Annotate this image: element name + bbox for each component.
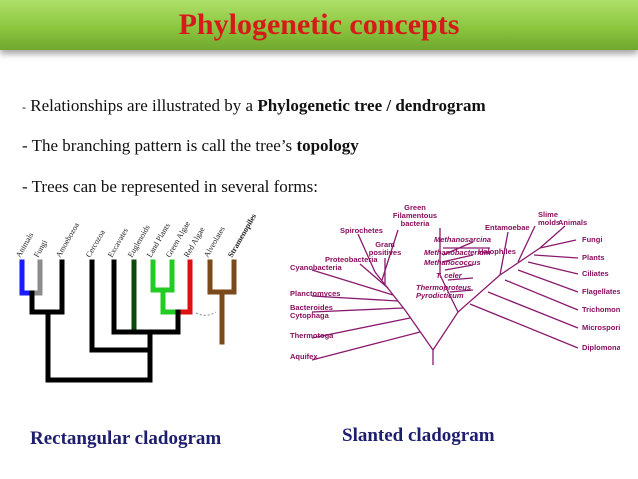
line-bacteroides (311, 307, 404, 313)
tip-label: Cytophaga (290, 311, 330, 320)
branch-alveolates (207, 259, 225, 295)
branch-root-right (102, 347, 153, 383)
tip-label: Pyrodicticum (416, 291, 464, 300)
line-flagellates (517, 269, 579, 293)
caption-slanted: Slanted cladogram (342, 425, 495, 446)
tip-label: Ciliates (582, 269, 609, 278)
branch-amoebozoa (45, 259, 65, 315)
branch-stramenopiles (219, 259, 237, 295)
line-methanobacterium (441, 254, 474, 263)
line-slime-molds (517, 225, 536, 263)
tip-label: Cyanobacteria (290, 263, 343, 272)
branch-land-plants (150, 259, 166, 293)
line-aquifex (311, 331, 421, 361)
branch-green-stem (160, 287, 181, 315)
line-thermoproteus (449, 289, 474, 293)
tip-label: Filamentous (393, 211, 437, 220)
title-bar (0, 0, 638, 50)
slanted-cladogram: Spirochetes GreenFilamentousbacteriaGramp… (290, 203, 620, 365)
branch-green-algae (160, 259, 175, 293)
tree-lines (19, 259, 237, 383)
tip-label: positives (369, 248, 402, 257)
tip-label: Entamoebae (485, 223, 530, 232)
bullet-text: Relationships are illustrated by a (26, 96, 258, 115)
archaea-branch (439, 228, 459, 313)
tip-label: Cercozoa (84, 228, 107, 259)
tip-label: Thermotoga (290, 331, 334, 340)
tip-label: Green (404, 203, 426, 212)
slide-title: Phylogenetic concepts (178, 8, 460, 41)
branch-red-algae (175, 259, 193, 315)
line-ciliates (527, 261, 579, 275)
bullet-dash: - (22, 136, 28, 155)
tip-label: Bacteroides (290, 303, 333, 312)
tip-label: Spirochetes (340, 226, 383, 235)
archaea-euk-main (432, 247, 541, 351)
tip-label: Trichomonads (582, 305, 620, 314)
tip-label: Halophiles (478, 247, 516, 256)
line-planctomyces (311, 295, 399, 302)
tip-label: T. celer (436, 271, 463, 280)
tip-label: Fungi (582, 235, 602, 244)
bullet-text: Trees can be represented in several form… (27, 177, 318, 196)
line-cyanobacteria (311, 269, 394, 296)
tip-label: bacteria (401, 219, 431, 228)
tip-label: Flagellates (582, 287, 620, 296)
line-animals (539, 225, 566, 249)
tip-label: Methanococcus (424, 258, 481, 267)
slanted-lines (311, 225, 579, 365)
branch-animals (19, 259, 35, 296)
tip-label: Aquifex (290, 352, 318, 361)
tip-label: Fungi (32, 238, 50, 259)
tip-label: Methanobacterium (424, 248, 491, 257)
tip-label: Stramenopiles (226, 212, 258, 259)
tip-label: Amoebozoa (54, 221, 81, 259)
line-entamoebae (499, 231, 509, 276)
tip-label: Proteobacteria (325, 255, 378, 264)
line-methanococcus (444, 264, 474, 271)
branch-opisthokont (29, 290, 51, 315)
tip-label: Thermoproteus (416, 283, 471, 292)
bullet-1: - Relationships are illustrated by a Phy… (22, 96, 486, 116)
bullet-bold: topology (296, 136, 359, 155)
branch-cercozoa (89, 259, 153, 353)
caption-rectangular: Rectangular cladogram (30, 428, 222, 449)
bullet-bold: Phylogenetic tree / dendrogram (257, 96, 486, 115)
bullet-2: - The branching pattern is call the tree… (22, 136, 359, 156)
line-thermotoga (311, 317, 411, 339)
tip-label: Methanosarcina (434, 235, 491, 244)
tip-label: Slime (538, 210, 558, 219)
line-trichomonads (504, 279, 579, 311)
dashed-connector (195, 311, 217, 316)
line-microsporidia (487, 291, 579, 329)
tip-label: molds (538, 218, 560, 227)
line-fungi (539, 239, 577, 249)
line-proteobacteria (359, 263, 389, 289)
branch-fungi (29, 259, 43, 296)
tip-label: Animals (558, 218, 587, 227)
bullet-dash: - (22, 100, 26, 114)
bullet-3: - Trees can be represented in several fo… (22, 177, 318, 197)
line-plants (533, 254, 579, 259)
tip-label: Diplomonads (582, 343, 620, 352)
line-spirochetes (357, 233, 376, 273)
line-tceler (447, 277, 474, 281)
tip-label: Planctomyces (290, 289, 340, 298)
tip-label: Plants (582, 253, 605, 262)
tip-label: Gram (375, 240, 395, 249)
bullet-dash: - (22, 177, 28, 196)
branch-unikont (45, 309, 108, 383)
bullet-text: The branching pattern is call the tree’s (27, 136, 297, 155)
line-diplomonads (469, 303, 579, 349)
tip-label: Microsporidia (582, 323, 620, 332)
